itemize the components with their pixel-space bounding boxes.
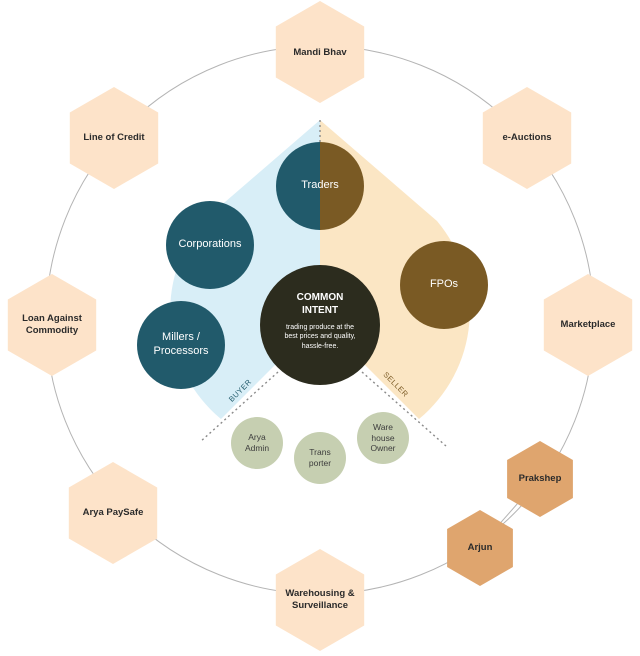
transporter-node bbox=[294, 432, 346, 484]
hex-label-arjun: Arjun bbox=[467, 542, 493, 554]
hex-label-arya-paysafe: Arya PaySafe bbox=[82, 507, 144, 519]
hex-warehousing bbox=[275, 549, 365, 651]
core-description: trading produce at the best prices and q… bbox=[284, 323, 356, 350]
hex-loan-against-commodity bbox=[7, 274, 97, 376]
label-traders: Traders bbox=[301, 179, 339, 192]
hex-label-warehousing: Warehousing & Surveillance bbox=[285, 588, 355, 611]
hex-arya-paysafe bbox=[68, 462, 158, 564]
warehouse-owner-node bbox=[357, 412, 409, 464]
hex-label-mandi-bhav: Mandi Bhav bbox=[293, 47, 347, 59]
hex-label-e-auctions: e-Auctions bbox=[502, 132, 552, 144]
hex-label-line-of-credit: Line of Credit bbox=[83, 132, 145, 144]
traders-node bbox=[276, 142, 364, 230]
fpos-node bbox=[400, 241, 488, 329]
arya-admin-node bbox=[231, 417, 283, 469]
millers-processors-node bbox=[137, 301, 225, 389]
label-corporations: Corporations bbox=[178, 238, 242, 251]
corporations-node bbox=[166, 201, 254, 289]
hex-e-auctions bbox=[482, 87, 572, 189]
label-arya-admin: Arya Admin bbox=[244, 432, 270, 453]
label-warehouse-owner: Ware house Owner bbox=[370, 422, 396, 454]
hex-mandi-bhav bbox=[275, 1, 365, 103]
label-transporter: Trans porter bbox=[308, 447, 332, 468]
hex-label-loan-against-commodity: Loan Against Commodity bbox=[22, 313, 82, 336]
hex-label-prakshep: Prakshep bbox=[518, 473, 562, 485]
label-fpos: FPOs bbox=[429, 278, 459, 291]
common-intent-core bbox=[260, 265, 380, 385]
label-millers-processors: Millers / Processors bbox=[153, 331, 209, 357]
hex-arjun bbox=[447, 510, 513, 586]
hex-prakshep bbox=[507, 441, 573, 517]
divider-right bbox=[361, 371, 447, 447]
hex-marketplace bbox=[543, 274, 633, 376]
hex-label-marketplace: Marketplace bbox=[560, 319, 616, 331]
hex-line-of-credit bbox=[69, 87, 159, 189]
core-title: COMMON INTENT bbox=[296, 292, 344, 316]
